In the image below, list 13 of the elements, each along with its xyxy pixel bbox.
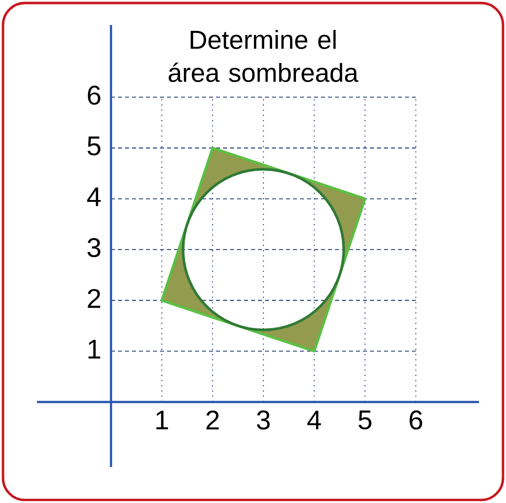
title: Determine el área sombreada [168, 30, 358, 82]
y-tick-label: 5 [88, 136, 100, 156]
y-tick-label: 4 [87, 188, 101, 206]
x-tick-label: 5 [358, 410, 372, 430]
y-tick-label: 3 [88, 238, 100, 258]
y-tick-label: 2 [88, 288, 100, 308]
x-tick-label: 6 [410, 410, 422, 430]
x-tick-label: 3 [256, 410, 270, 430]
y-tick-label: 1 [88, 340, 100, 358]
y-tick-label: 6 [88, 86, 100, 105]
x-tick-label: 4 [307, 410, 321, 430]
x-tick-label: 2 [206, 410, 219, 430]
x-tick-label: 1 [156, 410, 168, 430]
